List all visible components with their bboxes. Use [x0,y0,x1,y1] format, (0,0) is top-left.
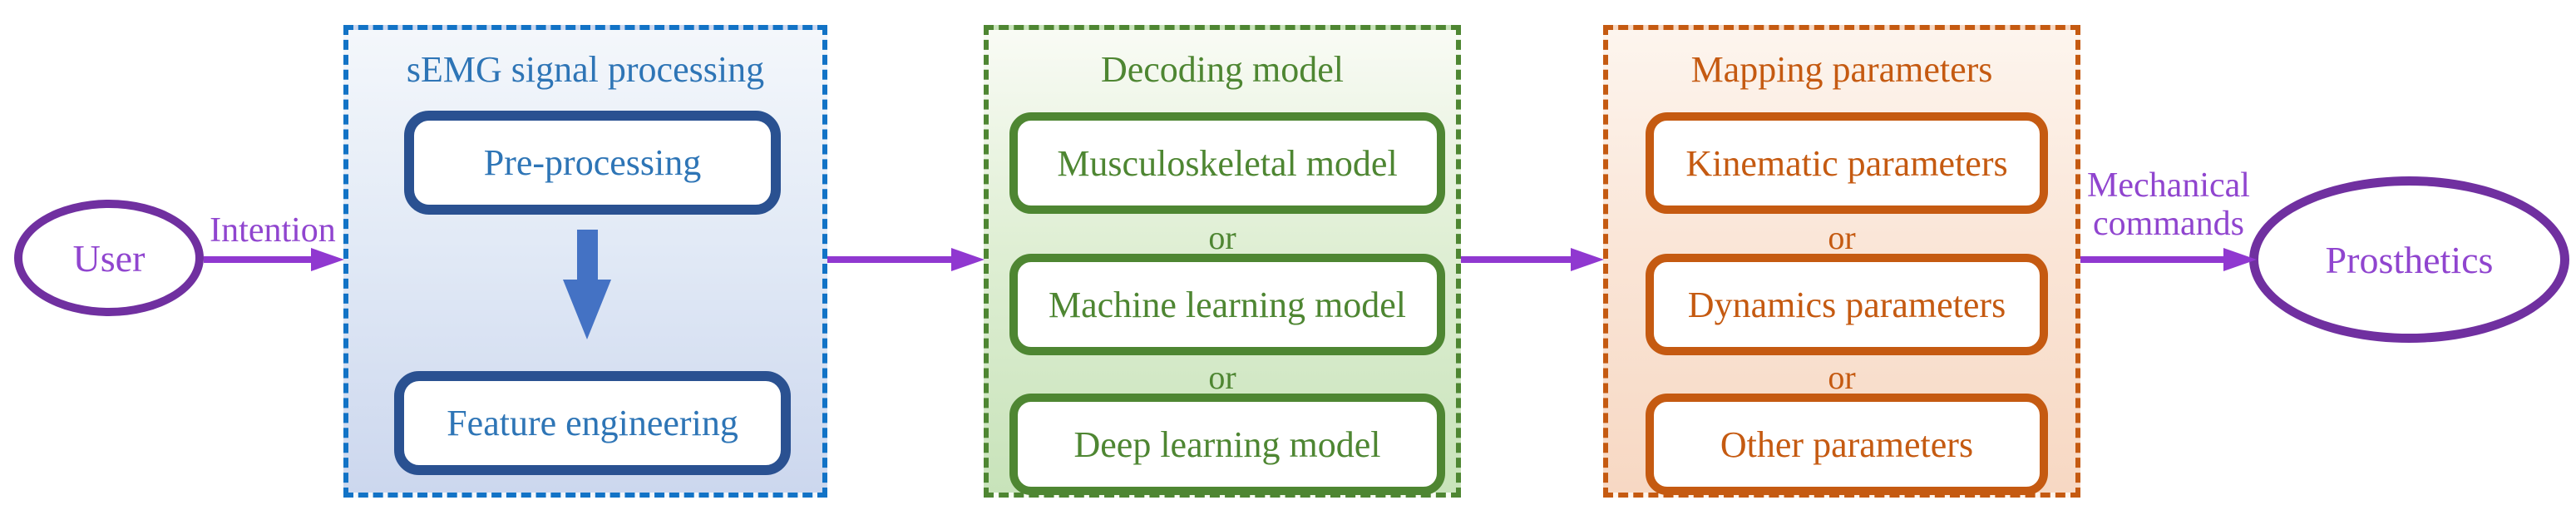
feature-engineering-label: Feature engineering [447,403,738,443]
mechanical-commands-line2: commands [2093,205,2244,243]
decoding-or-label-2: or [1208,359,1236,396]
mapping-group-title: Mapping parameters [1690,49,1993,90]
mapping-or-label-2: or [1828,359,1856,396]
preprocessing-label: Pre-processing [483,142,702,183]
kinematic-parameters-box: Kinematic parameters [1646,112,2048,214]
prosthetics-node: Prosthetics [2249,176,2569,343]
feature-engineering-box: Feature engineering [394,371,791,475]
machine-learning-model-box: Machine learning model [1009,254,1445,355]
semg-group-title: sEMG signal processing [406,49,765,90]
semg-to-decoding-arrow [827,248,985,271]
machine-learning-model-label: Machine learning model [1048,284,1407,325]
semg-signal-processing-group: sEMG signal processing Pre-processing Fe… [343,25,827,498]
kinematic-parameters-label: Kinematic parameters [1685,142,2008,184]
decoding-to-mapping-arrow [1461,248,1604,271]
dynamics-parameters-box: Dynamics parameters [1646,254,2048,355]
decoding-model-group: Decoding model Musculoskeletal model or … [984,25,1461,498]
decoding-or-label-1: or [1208,219,1236,256]
preprocessing-box: Pre-processing [404,111,781,215]
mechanical-commands-edge-label: Mechanical commands [2075,166,2262,243]
intention-edge-label: Intention [210,211,336,250]
other-parameters-label: Other parameters [1720,423,1974,465]
intention-arrow [204,248,344,271]
musculoskeletal-model-box: Musculoskeletal model [1009,112,1445,214]
user-node: User [14,200,204,316]
mapping-to-prosthetics-arrow [2080,248,2257,271]
deep-learning-model-label: Deep learning model [1073,423,1381,465]
dynamics-parameters-label: Dynamics parameters [1687,284,2006,325]
mapping-or-label-1: or [1828,219,1856,256]
mechanical-commands-line1: Mechanical [2087,166,2250,205]
decoding-group-title: Decoding model [1100,49,1345,90]
deep-learning-model-box: Deep learning model [1009,394,1445,495]
prosthetics-node-label: Prosthetics [2325,238,2494,281]
mapping-parameters-group: Mapping parameters Kinematic parameters … [1603,25,2080,498]
other-parameters-box: Other parameters [1646,394,2048,495]
musculoskeletal-model-label: Musculoskeletal model [1057,142,1398,184]
user-node-label: User [72,236,146,280]
